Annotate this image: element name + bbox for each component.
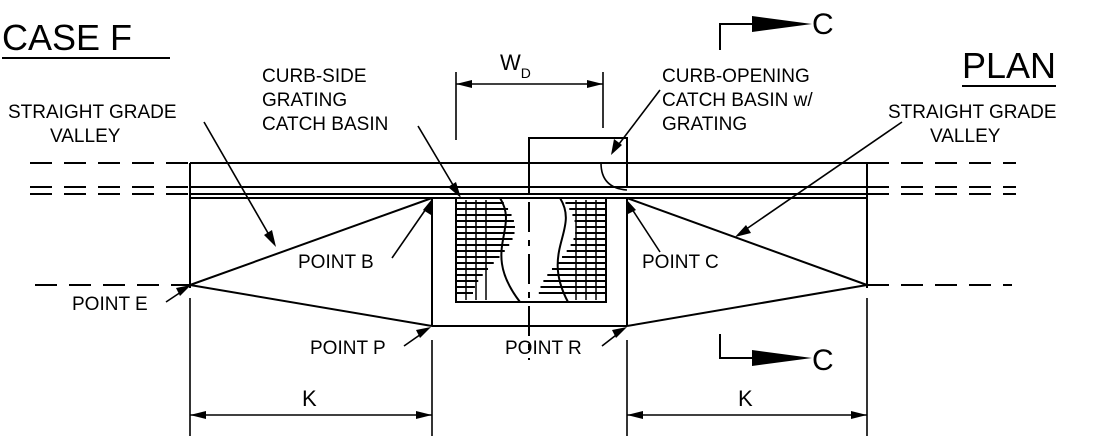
curb-opening-label: CURB-OPENING CATCH BASIN w/ GRATING [611, 66, 813, 155]
point-e-text: POINT E [72, 294, 148, 315]
right-valley-label: STRAIGHT GRADE VALLEY [735, 102, 1057, 237]
curb-side-line-3: CATCH BASIN [262, 114, 388, 135]
left-valley-triangle [189, 197, 433, 327]
left-valley-label: STRAIGHT GRADE VALLEY [8, 102, 276, 247]
curb-side-line-2: GRATING [262, 90, 347, 111]
k-dimension-right: K [626, 298, 868, 436]
k-left-label: K [302, 386, 317, 411]
curb-opening-line-3: GRATING [662, 114, 747, 135]
point-r-text: POINT R [505, 338, 582, 359]
point-r-label: POINT R [505, 327, 627, 359]
section-c-bottom-label: C [812, 344, 834, 377]
point-p-label: POINT P [310, 327, 431, 359]
point-b-label: POINT B [298, 199, 432, 273]
plan-label: PLAN [962, 45, 1056, 86]
point-c-text: POINT C [642, 252, 719, 273]
k-right-label: K [738, 386, 753, 411]
curb-side-label: CURB-SIDE GRATING CATCH BASIN [262, 66, 461, 198]
point-e-label: POINT E [72, 285, 191, 315]
curb-opening-line-1: CURB-OPENING [662, 66, 810, 87]
k-dimension-left: K [189, 298, 433, 436]
curb-lines [30, 186, 1016, 199]
left-valley-line-2: VALLEY [50, 126, 121, 147]
wd-dimension: WD [455, 50, 604, 140]
curb-opening-line-2: CATCH BASIN w/ [662, 90, 813, 111]
point-c-label: POINT C [626, 199, 719, 273]
right-valley-line-1: STRAIGHT GRADE [888, 102, 1057, 123]
wd-label: WD [500, 50, 531, 81]
point-b-text: POINT B [298, 252, 374, 273]
case-title: CASE F [2, 17, 132, 58]
curb-side-line-1: CURB-SIDE [262, 66, 367, 87]
section-c-top-label: C [812, 8, 834, 41]
grating [455, 197, 607, 303]
point-p-text: POINT P [310, 338, 386, 359]
section-marker-top: C [719, 8, 834, 50]
left-valley-line-1: STRAIGHT GRADE [8, 102, 177, 123]
right-valley-line-2: VALLEY [930, 126, 1001, 147]
right-valley-triangle [626, 197, 868, 327]
grating-hatch-right [538, 200, 606, 300]
section-marker-bottom: C [719, 334, 834, 377]
